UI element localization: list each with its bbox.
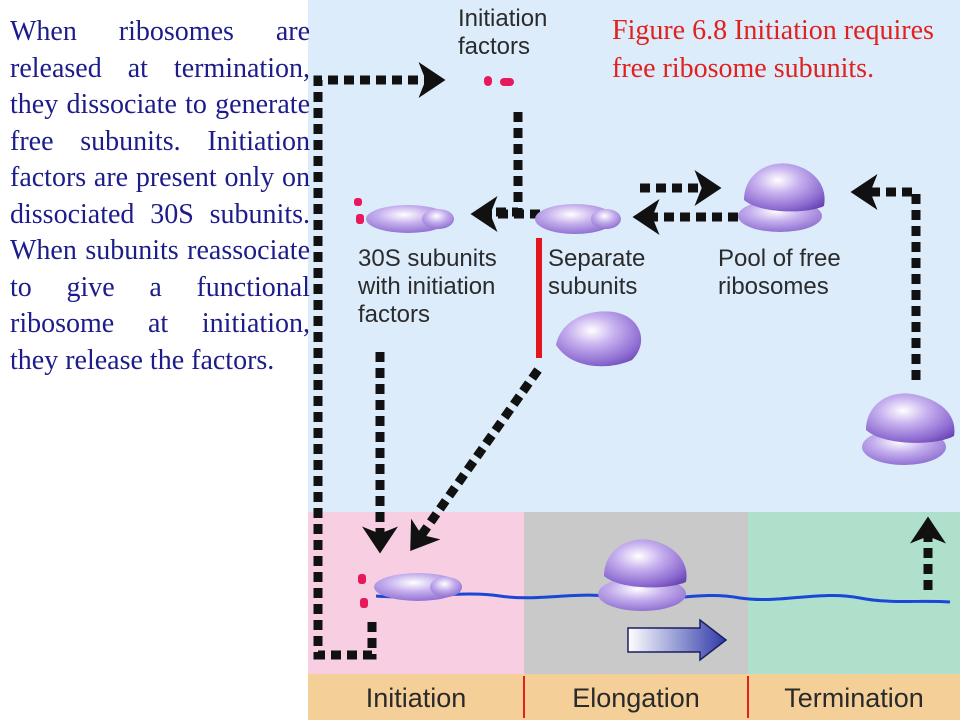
elongation-direction-arrow [627,618,728,662]
figure-caption: Figure 6.8 Initiation requires free ribo… [612,15,934,84]
separate-small-subunit [535,204,621,234]
terminated-ribosome [862,393,955,465]
stage-label-termination: Termination [784,683,924,713]
red-divider-bar [536,238,542,358]
svg-text:subunits: subunits [548,273,637,300]
svg-text:Separate: Separate [548,245,645,272]
initiation-complex [358,573,462,608]
30s-subunit-with-factors [354,198,454,233]
stage-label-initiation: Initiation [366,683,467,713]
separate-large-subunit [556,311,642,367]
recycle-path [313,62,446,660]
stage-bar [308,674,960,720]
sky-panel [308,0,960,512]
svg-text:with initiation: with initiation [357,273,495,300]
svg-text:ribosomes: ribosomes [718,273,829,300]
large-subunit-diagonal-arrow [410,367,542,552]
svg-text:factors: factors [358,301,430,328]
pool-ribosome [738,163,825,232]
label-separate-subunits: Separate subunits [548,245,645,300]
svg-text:Initiation: Initiation [458,5,547,32]
label-30s-subunits-with-factors: 30S subunits with initiation factors [357,245,497,328]
description-text: When ribosomes are released at terminati… [10,16,310,376]
svg-text:30S subunits: 30S subunits [358,245,497,272]
initiation-factor-dot [500,78,514,86]
label-initiation-factors: Initiation factors [458,5,547,60]
label-pool-free-ribosomes: Pool of free ribosomes [718,245,841,300]
svg-text:factors: factors [458,33,530,60]
elongating-ribosome [598,539,687,611]
svg-text:Pool of free: Pool of free [718,245,841,272]
stage-label-elongation: Elongation [572,683,700,713]
initiation-factor-dot [484,76,492,86]
